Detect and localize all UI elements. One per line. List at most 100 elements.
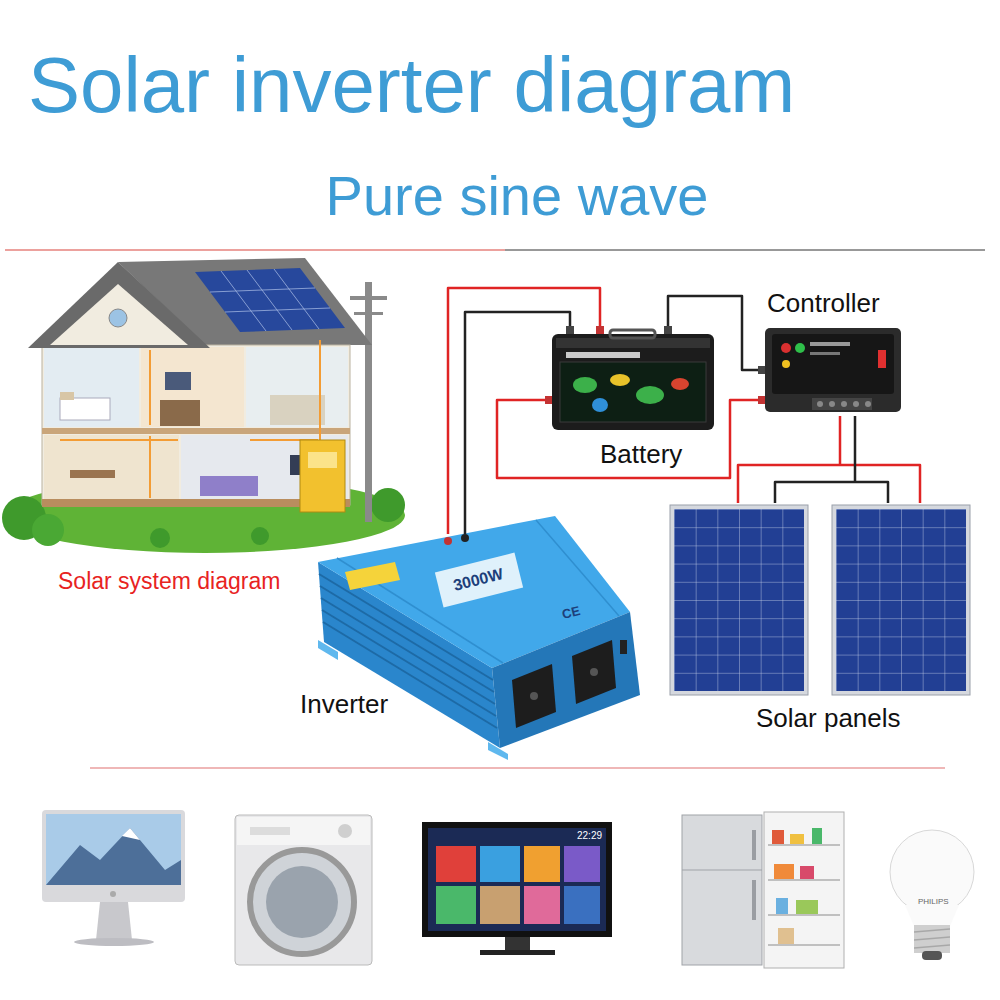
section-label: Solar system diagram [58, 570, 280, 593]
solar-panel-illustration [670, 505, 970, 695]
controller-unit: Controller [758, 284, 906, 416]
refrigerator-illustration [778, 928, 794, 944]
refrigerator-illustration [682, 870, 762, 871]
controller-illustration [812, 398, 872, 410]
house-illustration [109, 309, 127, 327]
house-illustration [274, 269, 319, 329]
inverter-illustration [318, 516, 640, 760]
house-illustration [247, 270, 292, 330]
house-illustration [150, 528, 170, 548]
solar-panel-illustration [836, 509, 966, 691]
refrigerator-illustration [768, 845, 840, 945]
refrigerator-illustration [764, 812, 844, 968]
refrigerator-illustration [812, 828, 822, 844]
battery-illustration [566, 326, 574, 334]
washing-machine-illustration [235, 815, 372, 965]
refrigerator-illustration [790, 834, 804, 844]
battery-illustration [552, 334, 714, 430]
imac-illustration [46, 814, 181, 885]
refrigerator-illustration [768, 944, 840, 946]
light-bulb-illustration [914, 929, 950, 932]
solar-panel-illustration [832, 505, 970, 695]
certification-mark: CE [561, 604, 582, 621]
controller-illustration [865, 401, 871, 407]
controller-illustration [878, 350, 886, 368]
brand-mark: PHILIPS [918, 898, 949, 906]
refrigerator-illustration [772, 830, 784, 844]
battery-illustration [671, 378, 689, 390]
house-illustration [365, 282, 372, 522]
controller-illustration [810, 352, 840, 355]
solar-panel-illustration [674, 509, 804, 691]
television-illustration [436, 846, 476, 882]
imac-illustration [42, 810, 185, 902]
battery-illustration [596, 326, 604, 334]
clock-readout: 22:29 [577, 831, 602, 841]
television-illustration [564, 886, 600, 924]
light-bulb-illustration [914, 929, 950, 948]
battery-illustration [664, 326, 672, 334]
separator-line [5, 249, 505, 250]
inverter-illustration [620, 640, 627, 654]
separator-line [90, 767, 945, 768]
house-illustration [60, 340, 320, 498]
battery-illustration [636, 386, 664, 404]
house-illustration [141, 347, 244, 427]
controller-illustration [841, 401, 847, 407]
washing-machine-illustration [235, 815, 372, 965]
refrigerator-illustration [768, 914, 840, 916]
inverter-illustration [444, 537, 452, 545]
controller-illustration [758, 366, 765, 374]
node-label: Controller [767, 290, 880, 316]
television-illustration [480, 950, 555, 955]
house-illustration [221, 271, 266, 331]
house-illustration [42, 428, 350, 434]
house-illustration [32, 514, 64, 546]
house-illustration [251, 527, 269, 545]
red-wire [497, 400, 758, 478]
inverter-illustration [492, 612, 640, 748]
controller-illustration [795, 343, 805, 353]
controller-illustration [810, 342, 850, 346]
solar-panel-array: Solar panels [664, 503, 976, 740]
house-illustration [44, 435, 179, 499]
node-label: Solar panels [756, 705, 901, 731]
light-bulb-illustration [890, 830, 974, 960]
light-bulb-illustration [905, 905, 959, 926]
refrigerator-illustration [796, 900, 818, 914]
node-label: Battery [600, 441, 682, 467]
refrigerator-illustration [752, 830, 756, 860]
television-illustration [524, 886, 560, 924]
node-label: Inverter [300, 691, 388, 717]
light-bulb-illustration [914, 937, 950, 940]
imac-illustration [110, 891, 116, 897]
house-illustration [354, 312, 383, 315]
battery-illustration [610, 330, 655, 338]
controller-illustration [758, 396, 765, 404]
refrigerator-illustration [774, 864, 794, 879]
battery-illustration [560, 362, 706, 422]
separator-line [505, 250, 985, 251]
separator-line [5, 250, 985, 768]
solar-panel-illustration [670, 505, 808, 695]
inverter-illustration [536, 520, 619, 616]
light-bulb-illustration [922, 951, 942, 960]
washing-machine-illustration [237, 817, 370, 845]
light-bulb-illustration [914, 925, 950, 953]
washing-machine-illustration [250, 850, 354, 954]
television-illustration [524, 846, 560, 882]
refrigerator-illustration [682, 812, 844, 968]
inverter-illustration [461, 534, 469, 542]
imac-illustration [96, 902, 132, 940]
house-illustration [165, 372, 191, 390]
black-wire [668, 296, 758, 370]
television-illustration [564, 846, 600, 882]
inverter-illustration [512, 664, 556, 728]
refrigerator-illustration [800, 866, 814, 879]
house-illustration [210, 269, 330, 331]
battery-illustration [610, 374, 630, 386]
house-illustration [195, 268, 345, 332]
washing-machine-illustration [338, 824, 352, 838]
controller-illustration [758, 328, 901, 412]
